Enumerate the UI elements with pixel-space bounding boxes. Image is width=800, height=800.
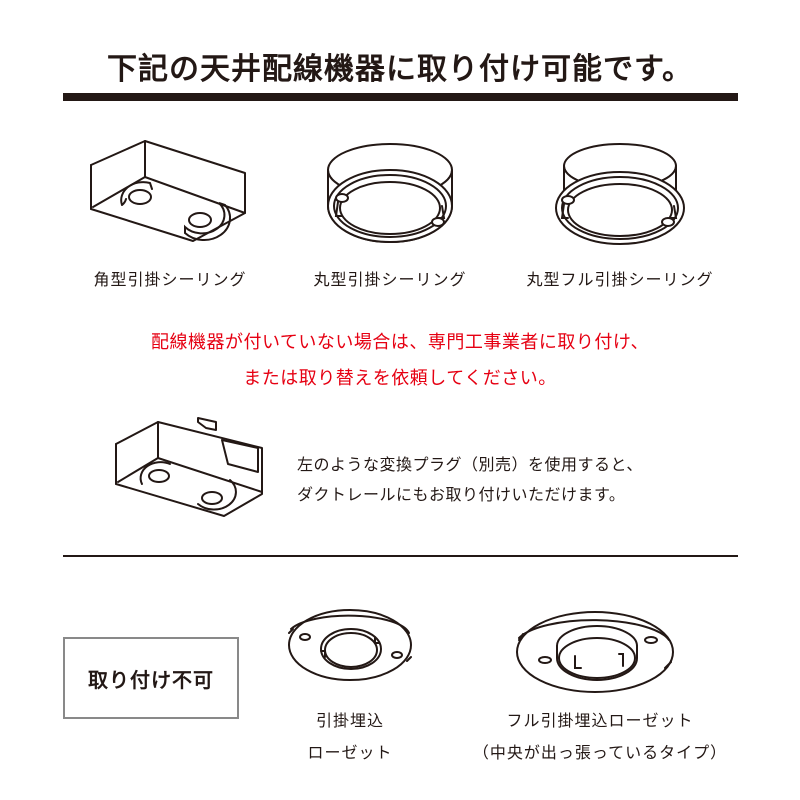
adapter-note: 左のような変換プラグ（別売）を使用すると、 ダクトレールにもお取り付けいただけま…	[297, 450, 643, 510]
adapter-note-line-2: ダクトレールにもお取り付けいただけます。	[297, 485, 626, 504]
warning-line-2: または取り替えを依頼してください。	[243, 368, 557, 389]
full-embedded-rosette-icon	[516, 611, 674, 693]
round-ceiling-socket-icon	[327, 143, 453, 243]
device-label-round-ceiling: 丸型引掛シーリング	[313, 270, 467, 289]
section-divider	[63, 555, 738, 557]
device-label-square-ceiling: 角型引掛シーリング	[93, 270, 247, 289]
round-full-ceiling-socket-icon	[555, 143, 685, 245]
full-embedded-rosette-label: フル引掛埋込ローゼット （中央が出っ張っているタイプ）	[472, 711, 728, 762]
embedded-rosette-label: 引掛埋込 ローゼット	[307, 711, 393, 762]
adapter-note-line-1: 左のような変換プラグ（別売）を使用すると、	[297, 455, 643, 474]
title-divider	[63, 93, 738, 101]
square-ceiling-socket-icon	[90, 140, 246, 242]
not-possible-badge: 取り付け不可	[63, 637, 239, 719]
page-title: 下記の天井配線機器に取り付け可能です。	[107, 52, 693, 87]
conversion-plug-icon	[115, 417, 263, 517]
warning-line-1: 配線機器が付いていない場合は、専門工事業者に取り付け、	[150, 332, 650, 353]
device-label-round-full-ceiling: 丸型フル引掛シーリング	[526, 270, 714, 289]
embedded-rosette-icon	[288, 609, 412, 681]
